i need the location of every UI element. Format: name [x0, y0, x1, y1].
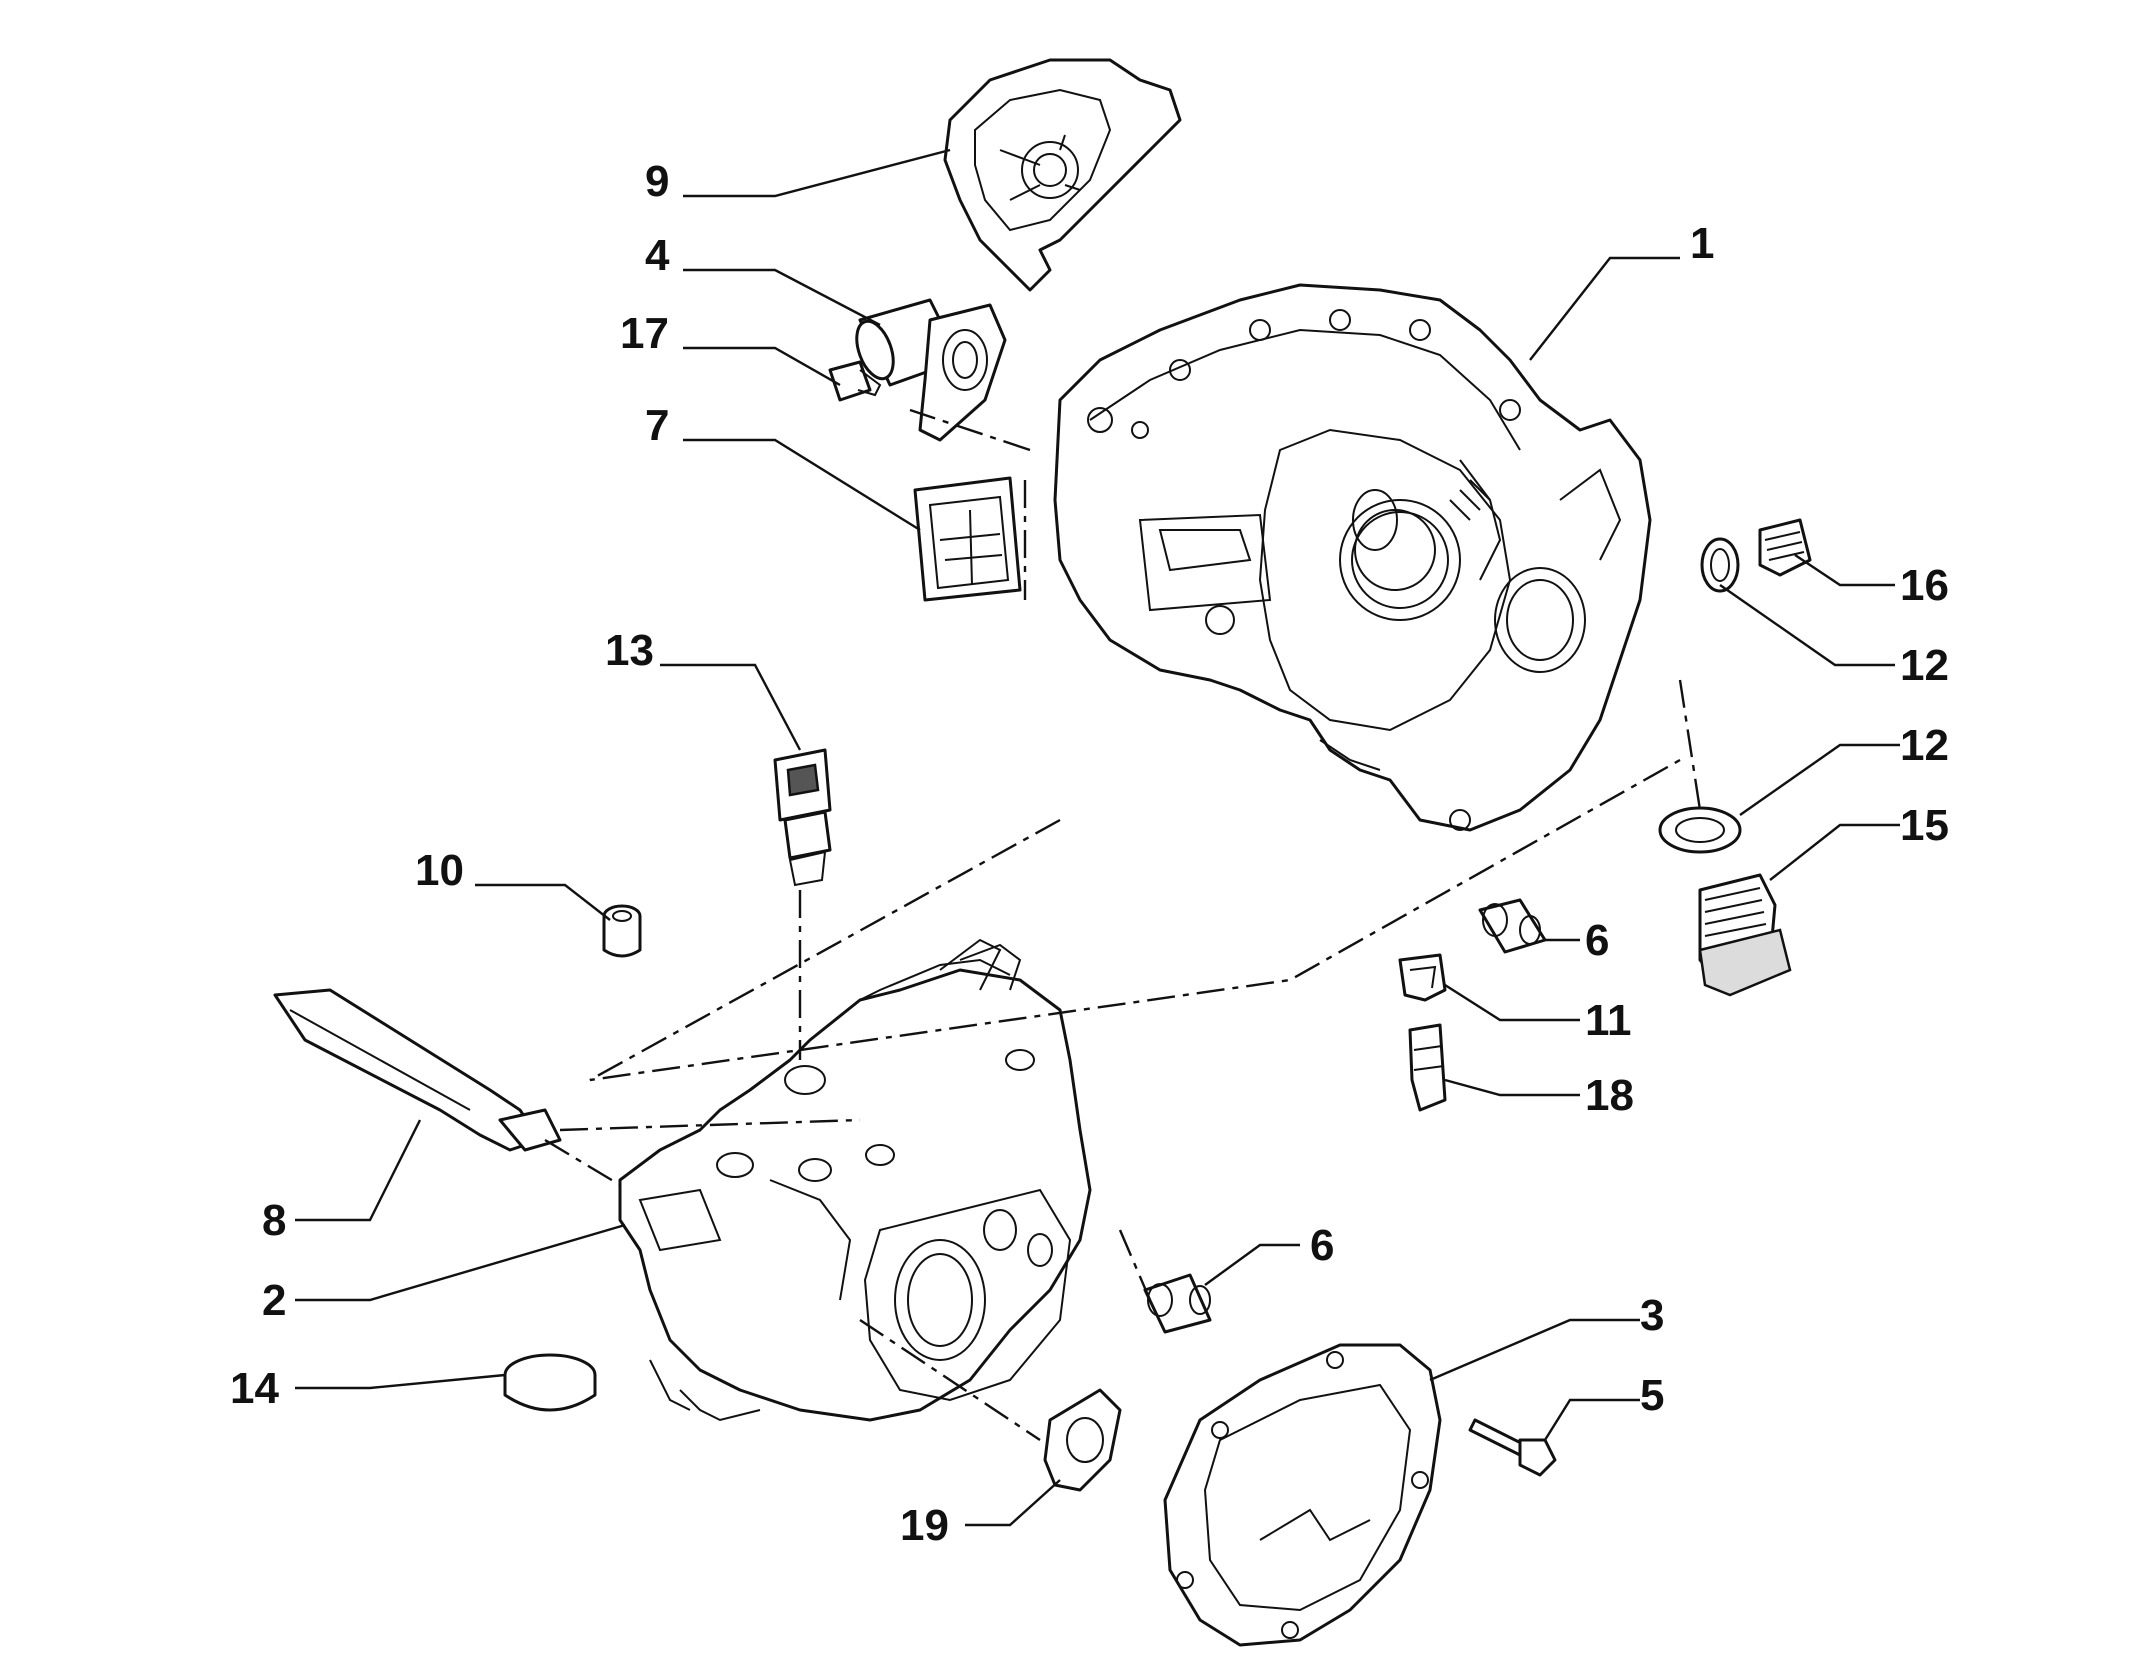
callout-17: 17	[620, 309, 669, 358]
part-6-bushing-upper	[1478, 898, 1547, 954]
leader-lines	[295, 148, 1900, 1527]
callout-8: 8	[262, 1196, 286, 1245]
part-16-plug	[1758, 518, 1812, 577]
callout-10: 10	[415, 846, 464, 895]
callout-15: 15	[1900, 801, 1949, 850]
callout-labels: 9 4 17 7 1 16 12 12 15 13 10 6 11 18 8 2…	[230, 157, 1949, 1550]
part-12-washer-upper	[1700, 537, 1740, 593]
part-18-switch	[1408, 1023, 1447, 1112]
callout-12-upper: 12	[1900, 641, 1949, 690]
part-1-clutch-housing	[1053, 283, 1652, 832]
part-3-end-cover	[1163, 1343, 1442, 1647]
part-19-plate	[1043, 1388, 1122, 1492]
callout-5: 5	[1640, 1371, 1664, 1420]
part-10-dowel	[602, 904, 642, 958]
part-11-clip	[1398, 953, 1447, 1002]
callout-14: 14	[230, 1364, 279, 1413]
callout-11: 11	[1585, 996, 1632, 1045]
part-9-cover	[943, 58, 1182, 292]
callout-13: 13	[605, 626, 654, 675]
callout-4: 4	[645, 231, 670, 280]
callout-1: 1	[1690, 219, 1714, 268]
callout-2: 2	[262, 1276, 286, 1325]
callout-16: 16	[1900, 561, 1949, 610]
part-6-bushing-lower	[1143, 1273, 1212, 1334]
part-5-bolt	[1468, 1418, 1557, 1477]
callout-6-upper: 6	[1585, 916, 1609, 965]
callout-18: 18	[1585, 1071, 1634, 1120]
part-17-bolt	[828, 360, 882, 402]
alignment-lines	[544, 408, 1702, 1441]
part-7-plate	[913, 476, 1022, 602]
part-15-drain-plug	[1698, 873, 1792, 997]
part-2-gearbox-housing	[618, 938, 1092, 1422]
part-13-sensor	[773, 748, 832, 887]
callout-19: 19	[900, 1501, 949, 1550]
part-12-washer-lower	[1658, 806, 1742, 854]
callout-7: 7	[645, 401, 669, 450]
callout-3: 3	[1640, 1291, 1664, 1340]
part-4-guide-tube	[855, 298, 1007, 442]
part-14-cap	[503, 1353, 597, 1412]
callout-9: 9	[645, 157, 669, 206]
callout-12-lower: 12	[1900, 721, 1949, 770]
callout-6-lower: 6	[1310, 1221, 1334, 1270]
